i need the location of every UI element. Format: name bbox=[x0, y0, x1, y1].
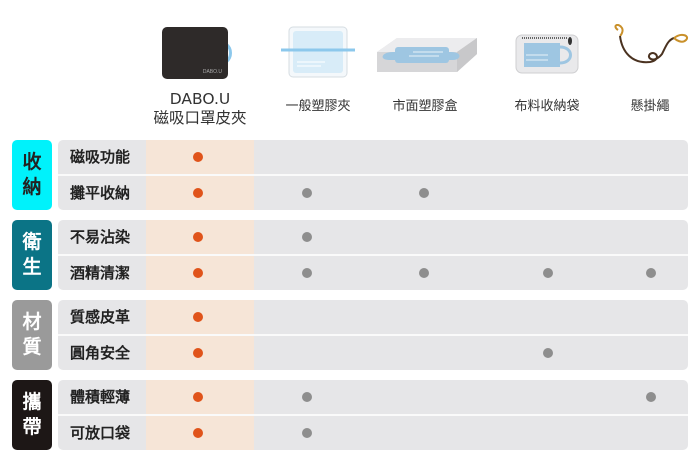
feature-check-dot-dabou bbox=[193, 312, 203, 322]
feature-label: 酒精清潔 bbox=[70, 264, 131, 282]
group-badge-char: 收 bbox=[22, 151, 42, 173]
row-divider bbox=[58, 334, 688, 336]
group-panel: 質感皮革圓角安全 bbox=[58, 300, 688, 370]
feature-check-dot-plastic-clip bbox=[302, 428, 312, 438]
plastic-clip-icon bbox=[281, 26, 355, 80]
feature-label: 磁吸功能 bbox=[70, 148, 131, 166]
feature-check-dot-plastic-clip bbox=[302, 232, 312, 242]
row-divider bbox=[58, 174, 688, 176]
feature-row: 可放口袋 bbox=[58, 416, 688, 450]
feature-check-dot-plastic-clip bbox=[302, 268, 312, 278]
feature-group: 收納磁吸功能攤平收納 bbox=[12, 140, 688, 210]
feature-group: 衛生不易沾染酒精清潔 bbox=[12, 220, 688, 290]
cloth-pouch-icon bbox=[514, 33, 580, 75]
feature-row: 酒精清潔 bbox=[58, 256, 688, 290]
feature-check-dot-dabou bbox=[193, 392, 203, 402]
group-badge: 衛生 bbox=[12, 220, 52, 290]
feature-check-dot-lanyard bbox=[646, 268, 656, 278]
column-plastic-box: 市面塑膠盒 bbox=[370, 0, 480, 135]
group-badge-char: 生 bbox=[22, 256, 42, 278]
group-badge: 收納 bbox=[12, 140, 52, 210]
row-divider bbox=[58, 414, 688, 416]
case-brand-text: DABO.U bbox=[203, 69, 223, 75]
feature-check-dot-dabou bbox=[193, 348, 203, 358]
column-label-line2: 磁吸口罩皮夾 bbox=[153, 109, 247, 127]
feature-row: 質感皮革 bbox=[58, 300, 688, 334]
column-label: 布料收納袋 bbox=[514, 99, 580, 114]
feature-row: 攤平收納 bbox=[58, 176, 688, 210]
feature-check-dot-dabou bbox=[193, 428, 203, 438]
feature-check-dot-lanyard bbox=[646, 392, 656, 402]
feature-group: 材質質感皮革圓角安全 bbox=[12, 300, 688, 370]
feature-row: 體積輕薄 bbox=[58, 380, 688, 414]
column-label-line1: DABO.U bbox=[169, 90, 231, 108]
column-plastic-clip: 一般塑膠夾 bbox=[266, 0, 370, 135]
lanyard-icon bbox=[610, 23, 690, 70]
row-divider bbox=[58, 254, 688, 256]
feature-row: 磁吸功能 bbox=[58, 140, 688, 174]
feature-check-dot-dabou bbox=[193, 188, 203, 198]
group-badge-char: 納 bbox=[22, 176, 42, 198]
feature-check-dot-dabou bbox=[193, 232, 203, 242]
group-badge-char: 材 bbox=[22, 311, 42, 333]
column-label: 市面塑膠盒 bbox=[392, 99, 458, 114]
group-badge-char: 衛 bbox=[22, 231, 42, 253]
feature-label: 質感皮革 bbox=[70, 308, 131, 326]
feature-check-dot-cloth-pouch bbox=[543, 268, 553, 278]
plastic-box-icon bbox=[373, 32, 477, 74]
feature-label: 攤平收納 bbox=[70, 184, 131, 202]
group-badge-char: 攜 bbox=[22, 391, 42, 413]
dark-leather-case-icon: DABO.U bbox=[152, 24, 248, 82]
feature-check-dot-plastic-clip bbox=[302, 188, 312, 198]
group-badge: 材質 bbox=[12, 300, 52, 370]
feature-check-dot-dabou bbox=[193, 268, 203, 278]
feature-group: 攜帶體積輕薄可放口袋 bbox=[12, 380, 688, 450]
feature-label: 可放口袋 bbox=[70, 424, 131, 442]
column-label: 懸掛繩 bbox=[630, 99, 670, 114]
feature-check-dot-plastic-box bbox=[419, 268, 429, 278]
group-panel: 磁吸功能攤平收納 bbox=[58, 140, 688, 210]
feature-row: 圓角安全 bbox=[58, 336, 688, 370]
feature-label: 不易沾染 bbox=[70, 228, 131, 246]
column-lanyard: 懸掛繩 bbox=[600, 0, 699, 135]
feature-label: 圓角安全 bbox=[70, 344, 131, 362]
group-badge: 攜帶 bbox=[12, 380, 52, 450]
feature-check-dot-cloth-pouch bbox=[543, 348, 553, 358]
column-dabou: DABO.U DABO.U 磁吸口罩皮夾 bbox=[145, 0, 255, 135]
feature-label: 體積輕薄 bbox=[70, 388, 131, 406]
feature-check-dot-plastic-box bbox=[419, 188, 429, 198]
feature-check-dot-plastic-clip bbox=[302, 392, 312, 402]
group-badge-char: 帶 bbox=[22, 416, 42, 438]
column-label: 一般塑膠夾 bbox=[285, 99, 351, 114]
column-cloth-pouch: 布料收納袋 bbox=[492, 0, 602, 135]
group-panel: 體積輕薄可放口袋 bbox=[58, 380, 688, 450]
feature-check-dot-dabou bbox=[193, 152, 203, 162]
feature-row: 不易沾染 bbox=[58, 220, 688, 254]
group-badge-char: 質 bbox=[22, 336, 42, 358]
group-panel: 不易沾染酒精清潔 bbox=[58, 220, 688, 290]
